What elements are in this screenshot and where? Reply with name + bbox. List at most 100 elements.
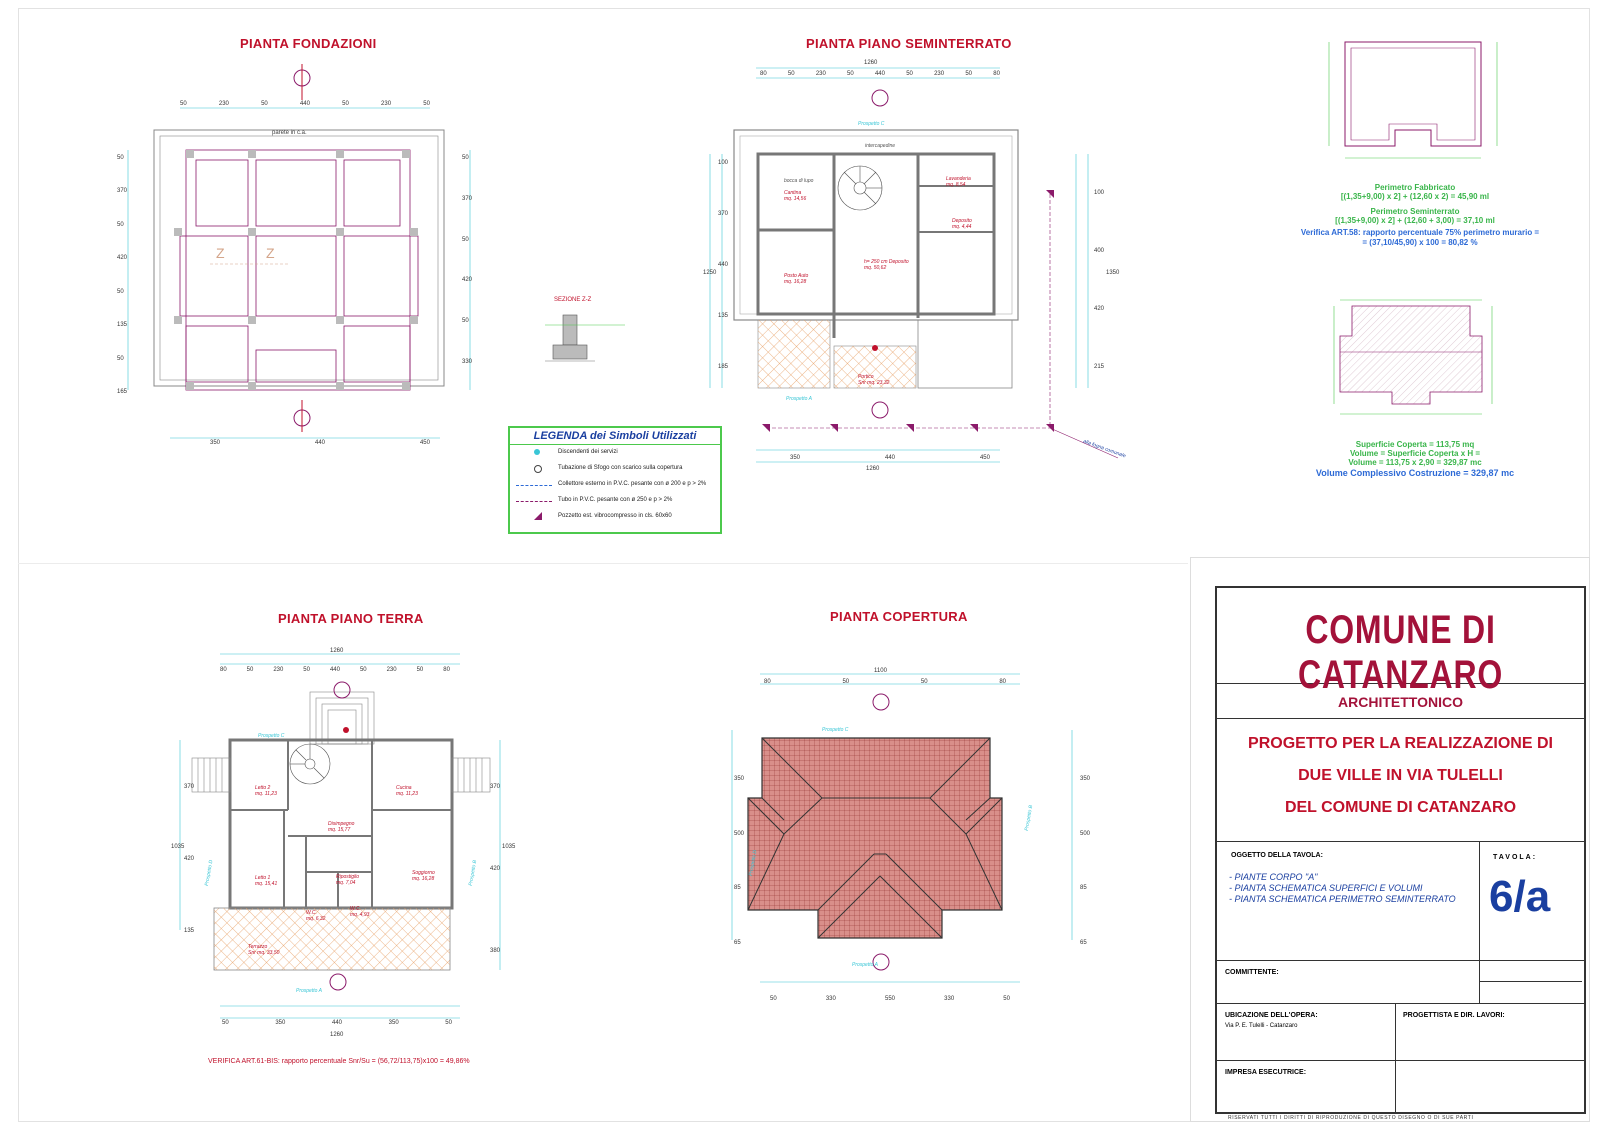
oggetto-item: - PIANTA SCHEMATICA PERIMETRO SEMINTERRA… <box>1229 894 1456 904</box>
basement-plan <box>709 67 1119 463</box>
sezione-zz-drawing <box>545 314 625 362</box>
tb-committente-row: COMMITTENTE: <box>1217 961 1584 1004</box>
sheet-divider <box>18 563 1188 564</box>
legend-item: Tubo in P.V.C. pesante con ø 250 e p > 2… <box>510 493 720 509</box>
verifica-art61: VERIFICA ART.61-BIS: rapporto percentual… <box>208 1058 470 1065</box>
section-marker-top <box>293 64 311 100</box>
roof-prospetto-a: Prospetto A <box>852 962 878 968</box>
volume-calc: Volume = 113,75 x 2,90 = 329,87 mc <box>1348 458 1482 467</box>
section-marker-bottom <box>293 400 311 432</box>
terra-prospetto-c: Prospetto C <box>258 733 285 739</box>
progetto-line-1: PROGETTO PER LA REALIZZAZIONE DI <box>1248 735 1553 752</box>
sem-total-bottom: 1260 <box>866 466 880 472</box>
volume-formula: Volume = Superficie Coperta x H = <box>1349 449 1481 458</box>
plan-title-terra: PIANTA PIANO TERRA <box>278 611 424 626</box>
progetto-line-3: DEL COMUNE DI CATANZARO <box>1284 799 1517 816</box>
terra-total-left: 1035 <box>171 844 185 850</box>
terra-total-bottom: 1260 <box>330 1032 344 1038</box>
plan-title-copertura: PIANTA COPERTURA <box>830 609 968 624</box>
categoria: ARCHITETTONICO <box>1338 694 1463 710</box>
tb-ubicazione-row: UBICAZIONE DELL'OPERA: Via P. E. Tulelli… <box>1217 1004 1584 1061</box>
ubicazione-label: UBICAZIONE DELL'OPERA: <box>1225 1012 1318 1019</box>
sezione-label: SEZIONE Z-Z <box>554 297 592 303</box>
foundation-plan: Z Z <box>127 64 471 439</box>
tb-impresa-row: IMPRESA ESECUTRICE: <box>1217 1061 1584 1112</box>
sem-prospetto-c: Prospetto C <box>858 121 885 127</box>
legend-item: Discendenti dei servizi <box>510 445 720 461</box>
tb-progetto-row: PROGETTO PER LA REALIZZAZIONE DI DUE VIL… <box>1217 719 1584 842</box>
legend-item: Collettore esterno in P.V.C. pesante con… <box>510 477 720 493</box>
verifica-art58-result: = (37,10/45,90) x 100 = 80,82 % <box>1362 238 1478 247</box>
progetto-line-2: DUE VILLE IN VIA TULELLI <box>1298 767 1503 784</box>
sem-intercapedine: intercapedine <box>865 143 896 149</box>
impresa-label: IMPRESA ESECUTRICE: <box>1225 1069 1307 1076</box>
tavola-label: TAVOLA: <box>1493 854 1538 861</box>
legend-item: Pozzetto est. vibrocompresso in cls. 60x… <box>510 509 720 525</box>
sem-bocca-lupo: bocca di lupo <box>784 178 814 184</box>
roof-total-top: 1100 <box>874 668 887 674</box>
committente-label: COMMITTENTE: <box>1225 969 1279 976</box>
tb-comune-row: COMUNE DI CATANZARO <box>1217 588 1584 697</box>
legend-title: LEGENDA dei Simboli Utilizzati <box>510 428 720 445</box>
sem-total-left: 1250 <box>703 270 717 276</box>
sem-total-right: 1350 <box>1106 270 1120 276</box>
sem-total-top: 1260 <box>864 60 878 66</box>
perimetro-fabbricato-calc: [(1,35+9,00) x 2] + (12,60 x 2) = 45,90 … <box>1340 192 1490 201</box>
oggetto-item: - PIANTE CORPO "A" <box>1229 872 1318 882</box>
sem-prospetto-a: Prospetto A <box>786 396 812 402</box>
legend-box: LEGENDA dei Simboli Utilizzati Discenden… <box>508 426 722 534</box>
parete-label: parete in c.a. <box>272 130 307 136</box>
plan-title-seminterrato: PIANTA PIANO SEMINTERRATO <box>806 36 1012 51</box>
oggetto-label: OGGETTO DELLA TAVOLA: <box>1231 852 1323 859</box>
tavola-number: 6/a <box>1489 872 1551 921</box>
volume-complessivo: Volume Complessivo Costruzione = 329,87 … <box>1315 468 1515 478</box>
title-block-outer <box>1190 557 1590 1122</box>
z-marker: Z <box>266 245 275 261</box>
ground-floor-plan <box>179 653 501 1019</box>
room-wc-2: W.C.mq. 4,93 <box>350 906 370 918</box>
roof-prospetto-c: Prospetto C <box>822 727 849 733</box>
plan-title-fondazioni: PIANTA FONDAZIONI <box>240 36 377 51</box>
perimetro-schematic <box>1328 41 1498 159</box>
room-wc-1: W.C.mq. 6,32 <box>306 910 326 922</box>
terra-total-top: 1260 <box>330 648 344 654</box>
perimetro-seminterrato-title: Perimetro Seminterrato <box>1370 207 1460 216</box>
verifica-art58: Verifica ART.58: rapporto percentuale 75… <box>1300 228 1540 237</box>
roof-plan <box>731 673 1073 983</box>
perimetro-fabbricato-title: Perimetro Fabbricato <box>1374 183 1456 192</box>
riservati-note: RISERVATI TUTTI I DIRITTI DI RIPRODUZION… <box>1228 1115 1474 1121</box>
legend-item: Tubazione di Sfogo con scarico sulla cop… <box>510 461 720 477</box>
superficie-coperta: Superficie Coperta = 113,75 mq <box>1355 440 1475 449</box>
comune-title: COMUNE DI CATANZARO <box>1297 608 1504 697</box>
perimetro-seminterrato-calc: [(1,35+9,00) x 2] + (12,60 + 3,00) = 37,… <box>1335 216 1495 225</box>
progettista-label: PROGETTISTA E DIR. LAVORI: <box>1403 1012 1505 1019</box>
title-block: COMUNE DI CATANZARO ARCHITETTONICO PROGE… <box>1215 586 1586 1114</box>
volumi-schematic <box>1333 299 1493 415</box>
